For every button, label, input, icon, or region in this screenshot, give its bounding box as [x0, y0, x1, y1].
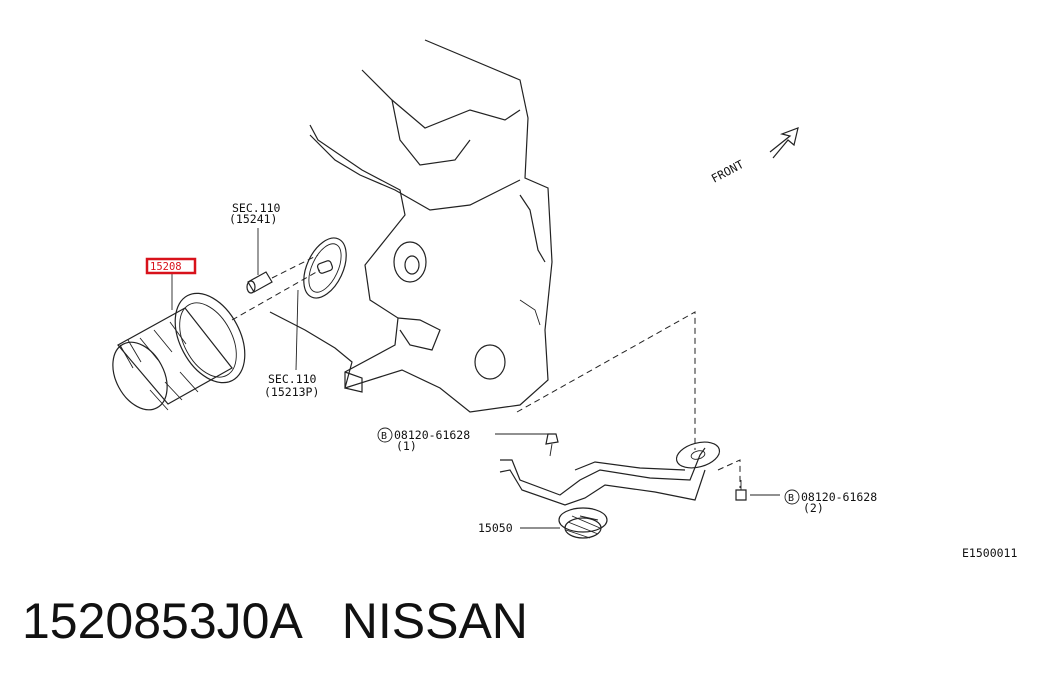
bolt-symbol-2 [784, 489, 800, 505]
assembly-line-stud [271, 254, 319, 279]
bolt-symbol-1-letter: B [381, 431, 387, 442]
bolt-1 [545, 433, 559, 457]
sec-bottom-part-label: (15213P) [264, 385, 319, 399]
part-caption: 1520853J0A NISSAN [22, 596, 528, 646]
sec-bottom-label: SEC.110 [268, 372, 317, 386]
assembly-line-filter [231, 269, 321, 321]
strainer-part-label: 15050 [478, 521, 513, 535]
bolt-2-label: 08120-61628 [801, 490, 877, 504]
oil-filter [112, 292, 246, 411]
oil-strainer [499, 311, 741, 539]
front-label: FRONT [709, 157, 746, 186]
filter-part-label: 15208 [150, 261, 182, 273]
bolt-symbol-2-letter: B [788, 493, 794, 504]
bolt-2 [735, 480, 747, 501]
oil-filter-bracket [303, 237, 347, 299]
sec-top-label: SEC.110 [232, 201, 281, 215]
brand-name: NISSAN [341, 593, 528, 649]
sec-top-part-label: (15241) [229, 212, 277, 226]
bolt-symbol-1 [377, 427, 393, 443]
diagram-id-label: E1500011 [962, 546, 1017, 560]
bolt-1-qty-label: (1) [396, 439, 417, 453]
bolt-2-qty-label: (2) [803, 501, 824, 515]
filter-part-highlight [145, 257, 197, 275]
parts-diagram: FRONT SEC.110 (15241) SEC.110 (15213P) 1… [112, 39, 1017, 560]
engine-block [269, 39, 553, 413]
part-number: 1520853J0A [22, 593, 301, 649]
front-arrow-icon [769, 127, 799, 159]
leader-sec-bottom [295, 289, 299, 371]
bolt-1-label: 08120-61628 [394, 428, 470, 442]
connector-stud [246, 271, 273, 294]
